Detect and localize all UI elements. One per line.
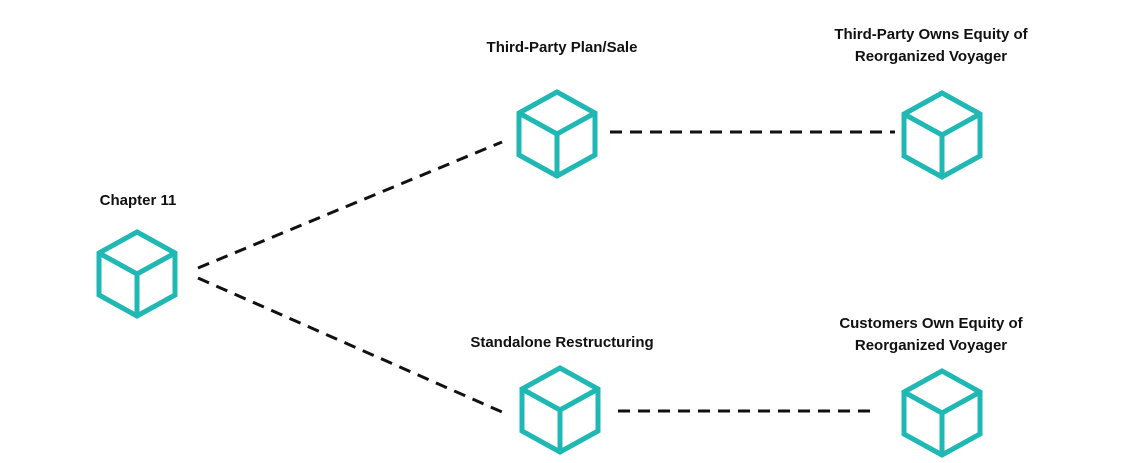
node-label-line-1: Customers Own Equity of (839, 315, 1023, 332)
node-label-third-party-plan-sale: Third-Party Plan/Sale (452, 37, 672, 59)
cube-icon (522, 368, 598, 452)
node-label-standalone-restructuring: Standalone Restructuring (436, 332, 688, 354)
cube-icon (99, 232, 175, 316)
node-label-chapter-11: Chapter 11 (78, 190, 198, 212)
connector-chapter11-to-third-party-plan (197, 140, 503, 270)
cube-icon (519, 92, 595, 176)
connector-chapter11-to-standalone (197, 276, 503, 414)
cube-icon (904, 93, 980, 177)
node-label-text: Third-Party Plan/Sale (486, 39, 638, 56)
node-label-line-2: Reorganized Voyager (854, 48, 1008, 65)
node-label-third-party-owns-equity: Third-Party Owns Equity of Reorganized V… (820, 24, 1042, 68)
cube-icon (904, 371, 980, 455)
node-label-text: Standalone Restructuring (470, 334, 654, 351)
node-label-customers-own-equity: Customers Own Equity of Reorganized Voya… (826, 313, 1036, 357)
node-label-text: Chapter 11 (99, 192, 177, 209)
node-label-line-2: Reorganized Voyager (854, 337, 1008, 354)
node-label-line-1: Third-Party Owns Equity of (834, 26, 1028, 43)
